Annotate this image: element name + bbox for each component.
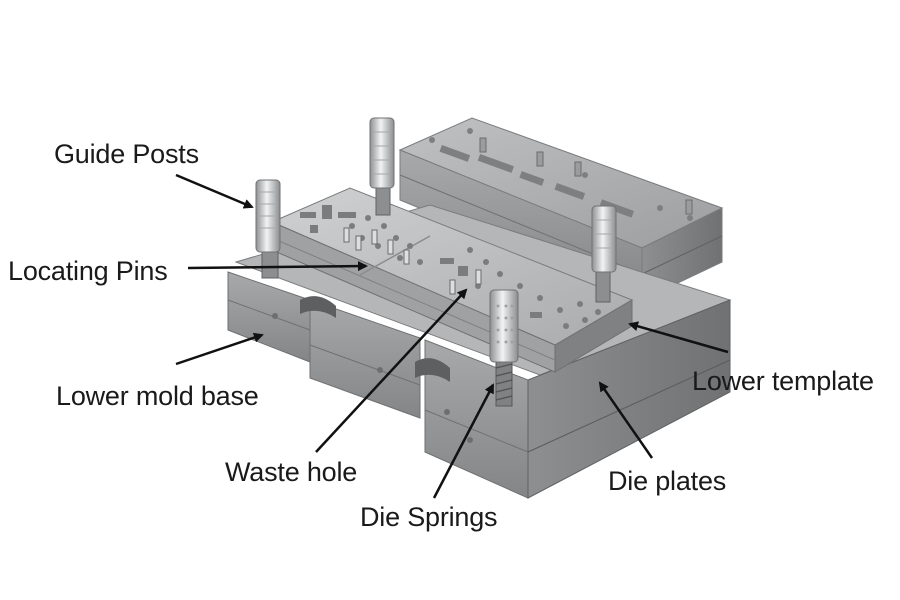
guide-post-back-right <box>591 205 617 303</box>
guide-post-back-left <box>369 117 395 216</box>
arrow-lower-mold-base <box>175 332 264 366</box>
die-spring-front <box>489 289 519 407</box>
label-guide-posts: Guide Posts <box>54 139 199 169</box>
die-plates <box>270 187 634 373</box>
callout-arrows <box>175 173 729 499</box>
guide-post-left <box>255 179 281 279</box>
label-locating-pins: Locating Pins <box>8 256 168 286</box>
arrow-lower-template <box>628 321 729 354</box>
arrow-die-springs <box>432 383 495 499</box>
label-die-springs: Die Springs <box>360 502 498 532</box>
arrow-locating-pins <box>187 261 368 272</box>
label-waste-hole: Waste hole <box>225 457 358 487</box>
label-die-plates: Die plates <box>608 466 727 496</box>
arrow-guide-posts <box>175 173 254 209</box>
label-lower-mold-base: Lower mold base <box>56 381 259 411</box>
label-lower-template: Lower template <box>692 366 874 396</box>
upper-die-set <box>398 117 724 301</box>
arrow-waste-hole <box>315 288 468 453</box>
arrow-die-plates <box>598 381 654 459</box>
